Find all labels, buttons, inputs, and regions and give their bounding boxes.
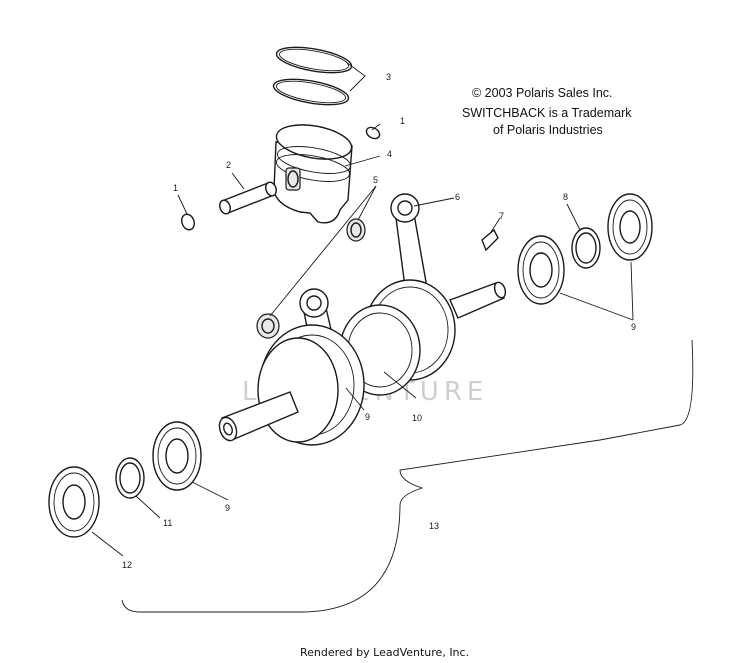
callout-8: 8 bbox=[563, 192, 568, 202]
callout-5: 5 bbox=[373, 175, 378, 185]
callout-1-right: 1 bbox=[400, 116, 405, 126]
callout-1-left: 1 bbox=[173, 183, 178, 193]
copyright-notice: © 2003 Polaris Sales Inc. SWITCHBACK is … bbox=[462, 86, 632, 137]
circlip-right bbox=[365, 126, 381, 140]
wrist-pin bbox=[219, 181, 277, 215]
callout-9-center: 9 bbox=[365, 412, 370, 422]
needle-bearing-upper bbox=[346, 218, 366, 242]
notice-line-3: of Polaris Industries bbox=[493, 123, 603, 137]
main-bearing-front bbox=[152, 421, 202, 491]
piston-rings bbox=[272, 46, 353, 106]
leader-lines bbox=[91, 61, 634, 557]
circlip-left bbox=[181, 213, 195, 231]
callout-6: 6 bbox=[455, 192, 460, 202]
callouts: 3 1 4 2 1 5 6 7 8 9 9 10 9 11 12 13 bbox=[122, 72, 636, 570]
render-credit: Rendered by LeadVenture, Inc. bbox=[300, 646, 469, 659]
callout-3: 3 bbox=[386, 72, 391, 82]
oil-seal-front bbox=[48, 466, 100, 538]
notice-line-1: © 2003 Polaris Sales Inc. bbox=[472, 86, 613, 100]
callout-2: 2 bbox=[226, 160, 231, 170]
group-brace bbox=[121, 339, 694, 613]
callout-12: 12 bbox=[122, 560, 132, 570]
crankshaft bbox=[218, 279, 507, 446]
spacer-ring-front bbox=[115, 457, 145, 499]
piston bbox=[273, 124, 353, 224]
callout-7: 7 bbox=[499, 211, 504, 221]
callout-4: 4 bbox=[387, 149, 392, 159]
callout-13: 13 bbox=[429, 521, 439, 531]
callout-9-front: 9 bbox=[225, 503, 230, 513]
woodruff-key bbox=[481, 228, 499, 252]
callout-10: 10 bbox=[412, 413, 422, 423]
main-bearing-rear-inner bbox=[517, 235, 565, 305]
spacer-ring-rear bbox=[571, 227, 601, 269]
needle-bearing-lower bbox=[256, 313, 280, 339]
main-bearing-rear-outer bbox=[607, 193, 653, 261]
callout-11: 11 bbox=[163, 518, 172, 528]
notice-line-2: SWITCHBACK is a Trademark bbox=[462, 106, 632, 120]
callout-9-rear: 9 bbox=[631, 322, 636, 332]
